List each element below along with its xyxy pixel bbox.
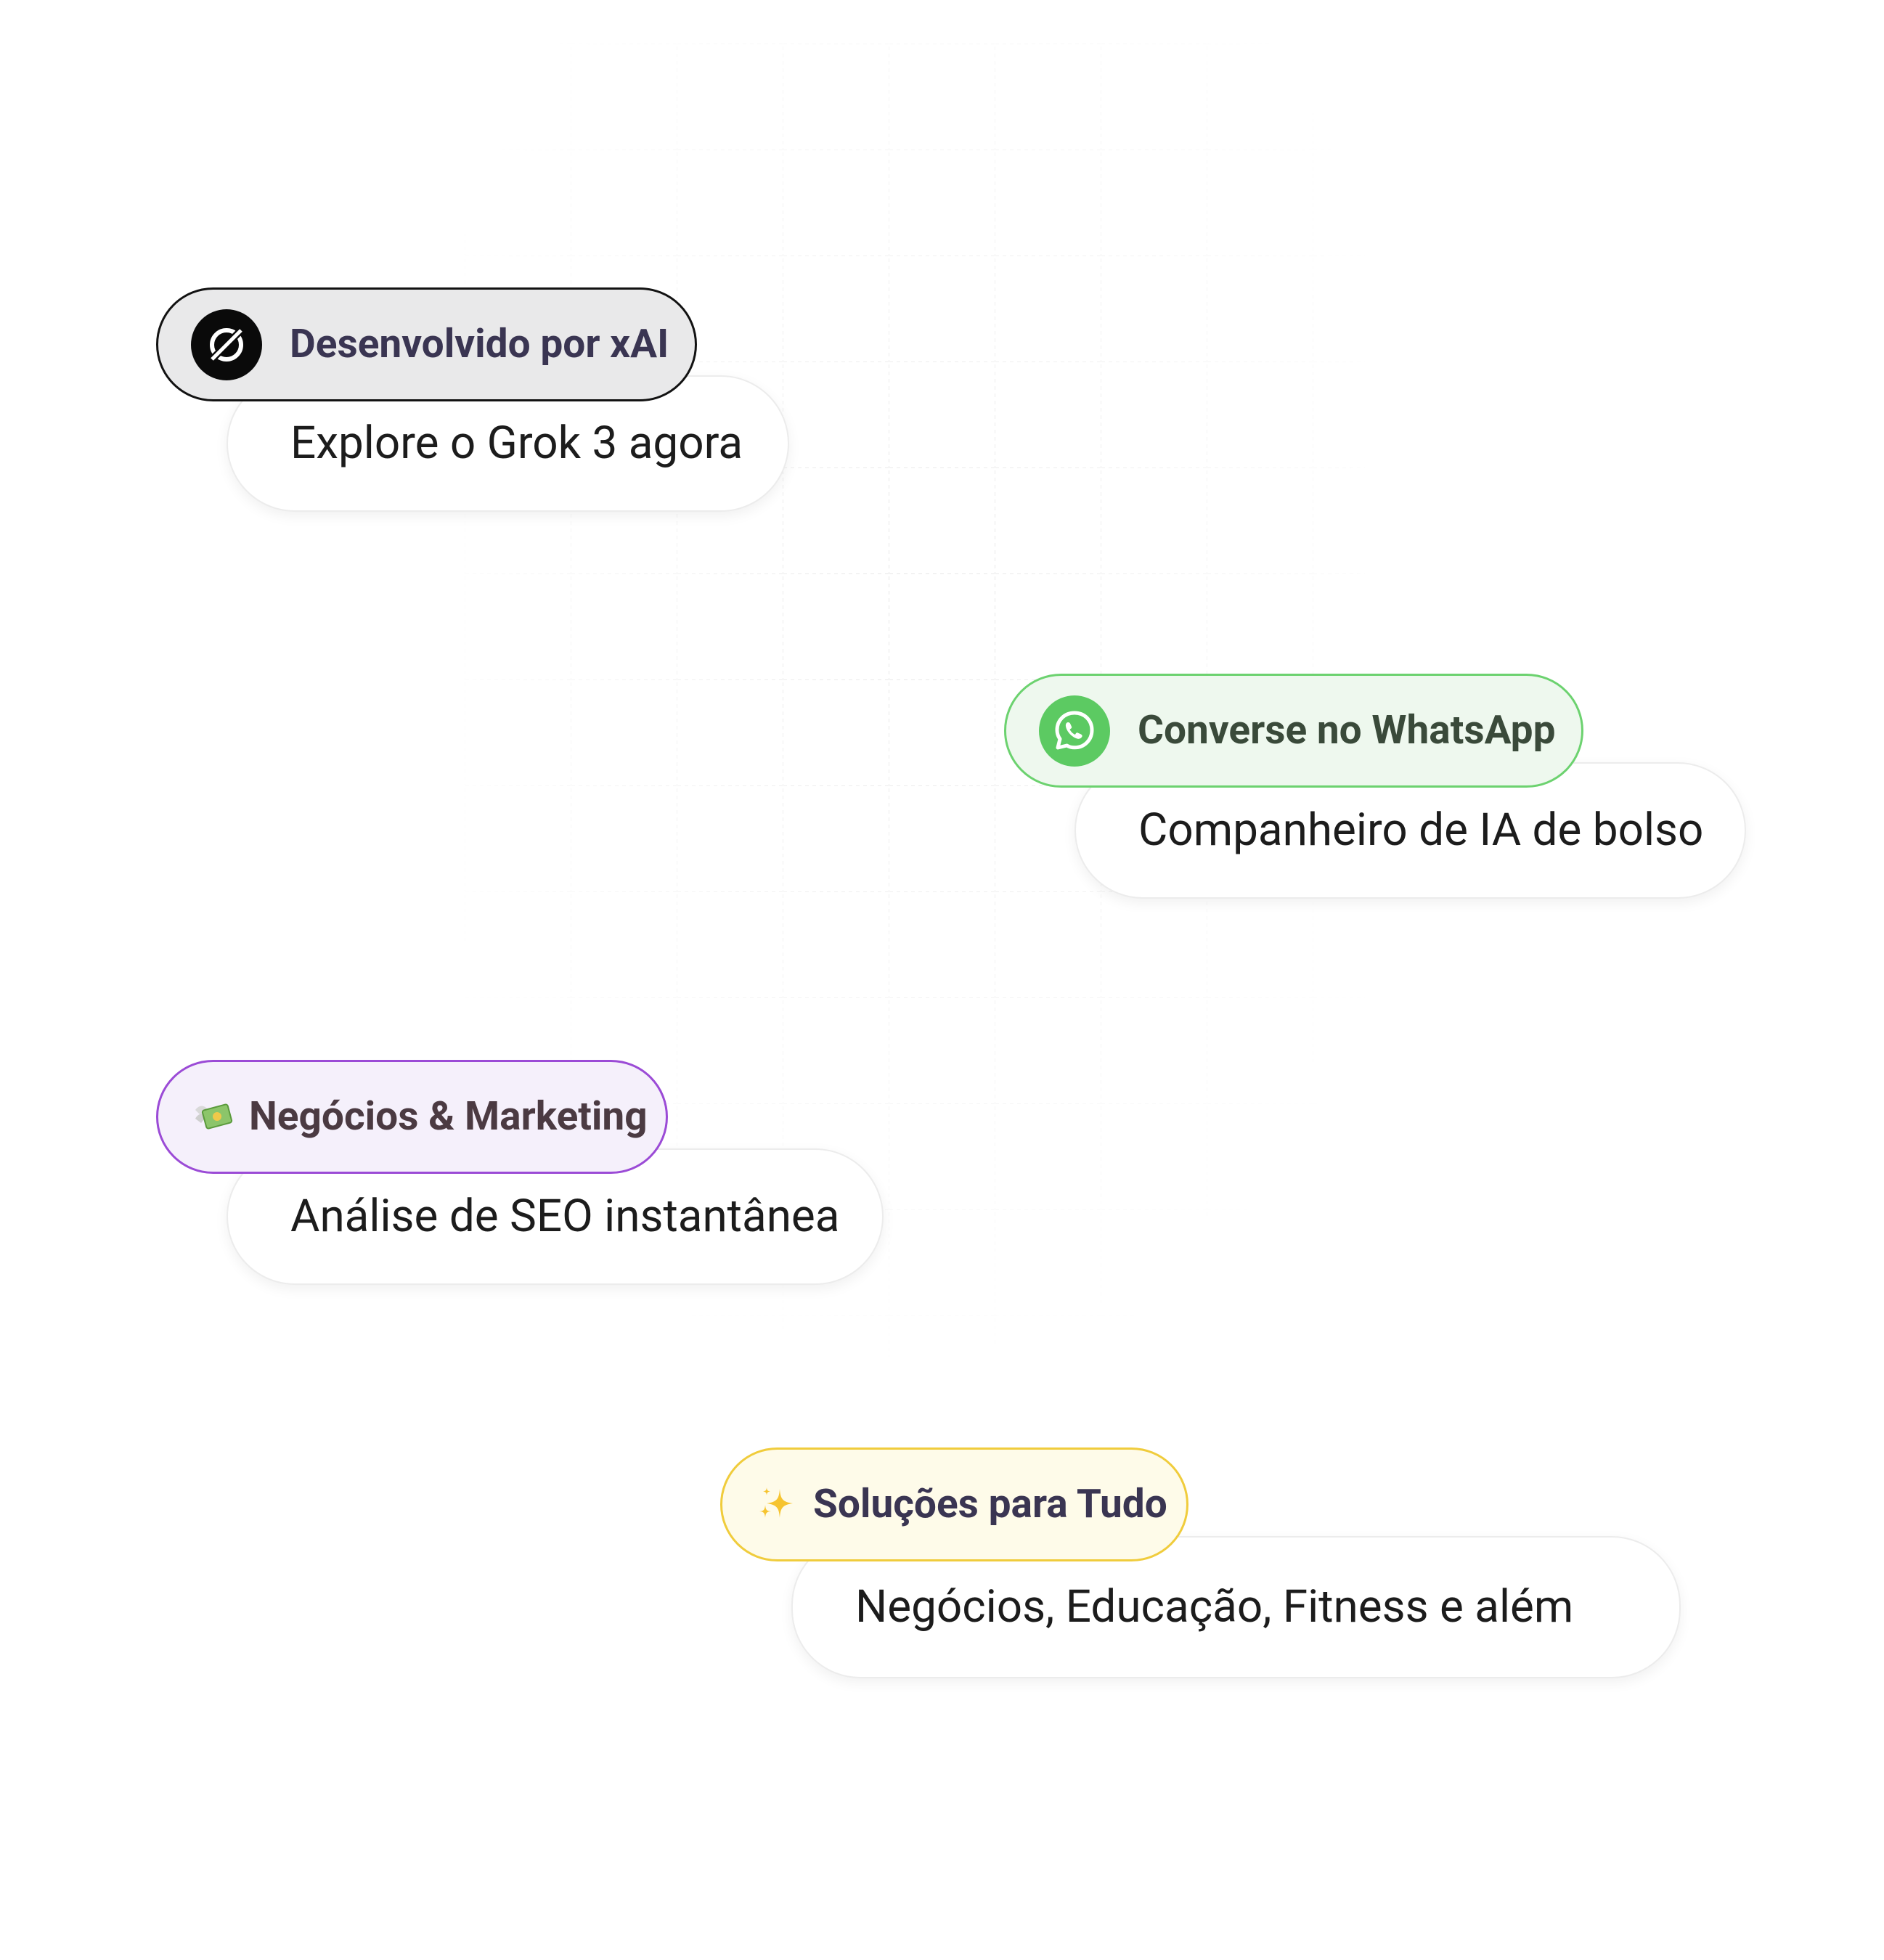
description-text: Negócios, Educação, Fitness e além — [855, 1580, 1574, 1633]
tag-label: Soluções para Tudo — [813, 1481, 1167, 1527]
sparkles-icon — [755, 1483, 799, 1527]
whatsapp-icon — [1039, 695, 1110, 767]
money-with-wings-icon — [191, 1095, 235, 1139]
tag-label: Converse no WhatsApp — [1138, 707, 1556, 754]
tag-pill[interactable]: Soluções para Tudo — [720, 1447, 1188, 1561]
xai-logo-icon — [191, 309, 262, 380]
tag-pill[interactable]: Negócios & Marketing — [156, 1060, 668, 1174]
tag-label: Desenvolvido por xAI — [290, 321, 669, 367]
description-text: Companheiro de IA de bolso — [1138, 804, 1704, 857]
description-text: Análise de SEO instantânea — [290, 1190, 840, 1243]
tag-pill[interactable]: Converse no WhatsApp — [1004, 674, 1583, 788]
tag-pill[interactable]: Desenvolvido por xAI — [156, 287, 697, 401]
description-text: Explore o Grok 3 agora — [290, 417, 743, 470]
tag-label: Negócios & Marketing — [249, 1093, 648, 1140]
